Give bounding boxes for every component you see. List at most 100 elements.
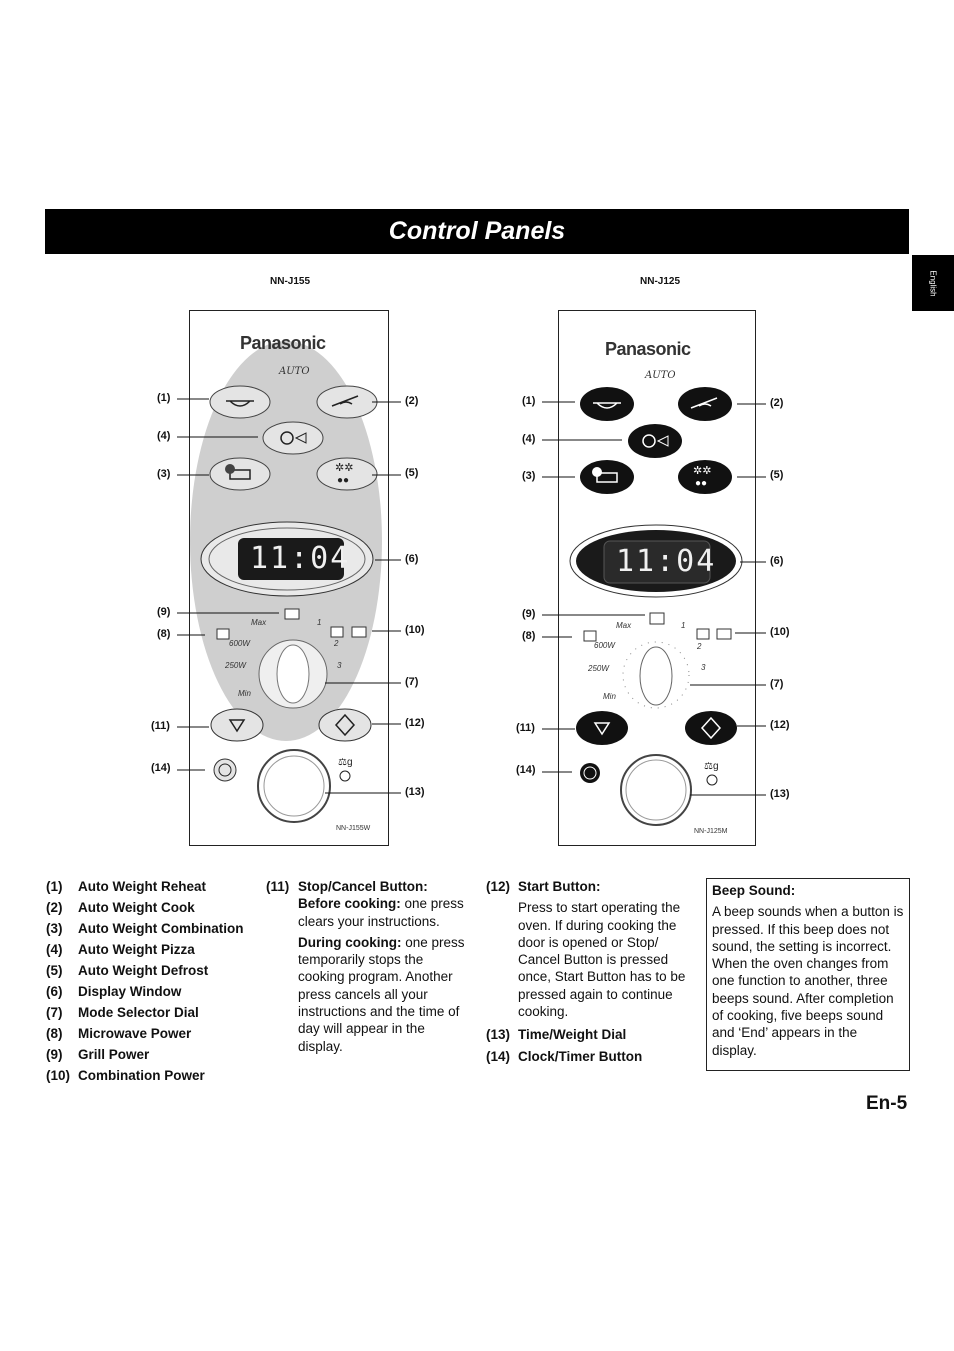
- control-panel-nn-j155: ✲✲●● ⚖g Panasonic AUTO 11:04 Max 1 2 3 6…: [189, 310, 389, 846]
- auto-label-right: AUTO: [645, 370, 676, 381]
- auto-combination-button-left: [209, 457, 271, 491]
- panel-drawing-right: ✲✲●● ⚖g: [569, 387, 743, 826]
- clock-readout-right: 11:04: [616, 544, 717, 579]
- callout-10-left: (10): [405, 624, 425, 636]
- svg-text:●●: ●●: [337, 475, 349, 486]
- callout-5-left: (5): [405, 467, 419, 479]
- display-window-left: [238, 538, 344, 580]
- svg-text:✲✲: ✲✲: [693, 465, 711, 477]
- callout-14-right: (14): [516, 764, 536, 776]
- dial-3-left: 3: [337, 661, 342, 670]
- language-tab: English: [912, 255, 954, 311]
- dial-min-left: Min: [238, 689, 251, 698]
- legend-item: (10)Combination Power: [46, 1068, 205, 1083]
- callout-11-left: (11): [151, 720, 170, 732]
- callout-2-right: (2): [770, 397, 784, 409]
- microwave-power-icon-right: [583, 630, 597, 642]
- beep-heading: Beep Sound:: [712, 883, 796, 898]
- combination-power-icon-left: [330, 626, 344, 638]
- model-label-left: NN-J155: [270, 276, 311, 287]
- weight-clock-icon-right: ⚖g: [704, 761, 719, 786]
- callout-6-left: (6): [405, 553, 419, 565]
- dial-3-right: 3: [701, 663, 706, 672]
- callout-8-right: (8): [522, 630, 536, 642]
- dial-2-right: 2: [697, 642, 702, 651]
- mode-dial-knob-right: [639, 646, 673, 706]
- combination-power-icon-right: [696, 628, 710, 640]
- callout-3-left: (3): [157, 468, 171, 480]
- dial-600w-left: 600W: [229, 639, 250, 648]
- callout-5-right: (5): [770, 469, 784, 481]
- callout-13-right: (13): [770, 788, 790, 800]
- callout-2-left: (2): [405, 395, 419, 407]
- brand-logo-left: Panasonic: [240, 333, 326, 353]
- callout-7-right: (7): [770, 678, 784, 690]
- clock-timer-button-right: [580, 763, 600, 783]
- legend-item: (6)Display Window: [46, 984, 182, 999]
- legend-item: (7)Mode Selector Dial: [46, 1005, 199, 1020]
- legend-item: (8)Microwave Power: [46, 1026, 192, 1041]
- stop-cancel-description: (11)Stop/Cancel Button: Before cooking: …: [266, 879, 465, 1054]
- title-bar: Control Panels: [45, 209, 909, 254]
- callout-1-right: (1): [522, 395, 536, 407]
- page-title: Control Panels: [388, 217, 566, 245]
- grill-power-icon-left: [284, 608, 300, 620]
- model-code-left: NN-J155W: [336, 825, 371, 832]
- control-panel-nn-j125: ✲✲●● ⚖g Panasonic AUTO 11:04 Max 1 2 3 6…: [558, 310, 756, 846]
- svg-text:✲✲: ✲✲: [335, 462, 353, 474]
- microwave-power-icon-left: [216, 628, 230, 640]
- dial-2-left: 2: [334, 639, 339, 648]
- dial-1-right: 1: [681, 621, 686, 630]
- svg-text:●●: ●●: [695, 478, 707, 489]
- callout-1-left: (1): [157, 392, 171, 404]
- auto-reheat-button-right: [580, 387, 634, 421]
- weight-clock-icon-left: ⚖g: [338, 757, 353, 782]
- legend-item: (4)Auto Weight Pizza: [46, 942, 195, 957]
- callout-6-right: (6): [770, 555, 784, 567]
- svg-text:⚖g: ⚖g: [338, 757, 353, 768]
- stop-cancel-button-left: [210, 708, 264, 742]
- callout-11-right: (11): [516, 722, 535, 734]
- dial-600w-right: 600W: [594, 641, 615, 650]
- start-button-left: [318, 708, 372, 742]
- clock-readout-left: 11:04: [250, 541, 351, 576]
- dial-250w-right: 250W: [588, 664, 609, 673]
- beep-sound-box: Beep Sound: A beep sounds when a button …: [706, 878, 910, 1071]
- beep-text: A beep sounds when a button is pressed. …: [712, 904, 904, 1058]
- time-weight-dial-left: [257, 749, 331, 823]
- brand-logo-right: Panasonic: [605, 339, 691, 359]
- callout-12-left: (12): [405, 717, 425, 729]
- time-weight-dial-right: [620, 754, 692, 826]
- auto-combination-button-right: [580, 460, 634, 494]
- callout-7-left: (7): [405, 676, 419, 688]
- dial-max-left: Max: [251, 618, 267, 627]
- legend-item: (9)Grill Power: [46, 1047, 150, 1062]
- auto-label-left: AUTO: [279, 366, 310, 377]
- grill-power-icon-right: [649, 612, 665, 625]
- model-label-right: NN-J125: [640, 276, 681, 287]
- auto-reheat-button-left: [209, 385, 271, 419]
- dial-250w-left: 250W: [225, 661, 246, 670]
- clock-timer-button-left: [213, 758, 237, 782]
- dial-1-left: 1: [317, 618, 322, 627]
- model-code-right: NN-J125M: [694, 828, 728, 835]
- combination-grill-icon-right: [716, 628, 732, 640]
- callout-3-right: (3): [522, 470, 536, 482]
- auto-defrost-button-left: ✲✲●●: [316, 457, 378, 491]
- dial-min-right: Min: [603, 692, 616, 701]
- start-description: (12)Start Button: Press to start operati…: [486, 879, 686, 1064]
- legend-item: (1)Auto Weight Reheat: [46, 879, 206, 894]
- auto-cook-button-right: [678, 387, 732, 421]
- callout-9-right: (9): [522, 608, 536, 620]
- legend-item: (5)Auto Weight Defrost: [46, 963, 209, 978]
- display-window-right: [603, 540, 711, 584]
- legend-item: (3)Auto Weight Combination: [46, 921, 244, 936]
- callout-9-left: (9): [157, 606, 171, 618]
- dial-max-right: Max: [616, 621, 632, 630]
- start-button-right: [685, 711, 737, 745]
- combination-grill-icon-left: [351, 626, 367, 638]
- callout-8-left: (8): [157, 628, 171, 640]
- mode-dial-knob-left: [276, 644, 310, 704]
- callout-14-left: (14): [151, 762, 171, 774]
